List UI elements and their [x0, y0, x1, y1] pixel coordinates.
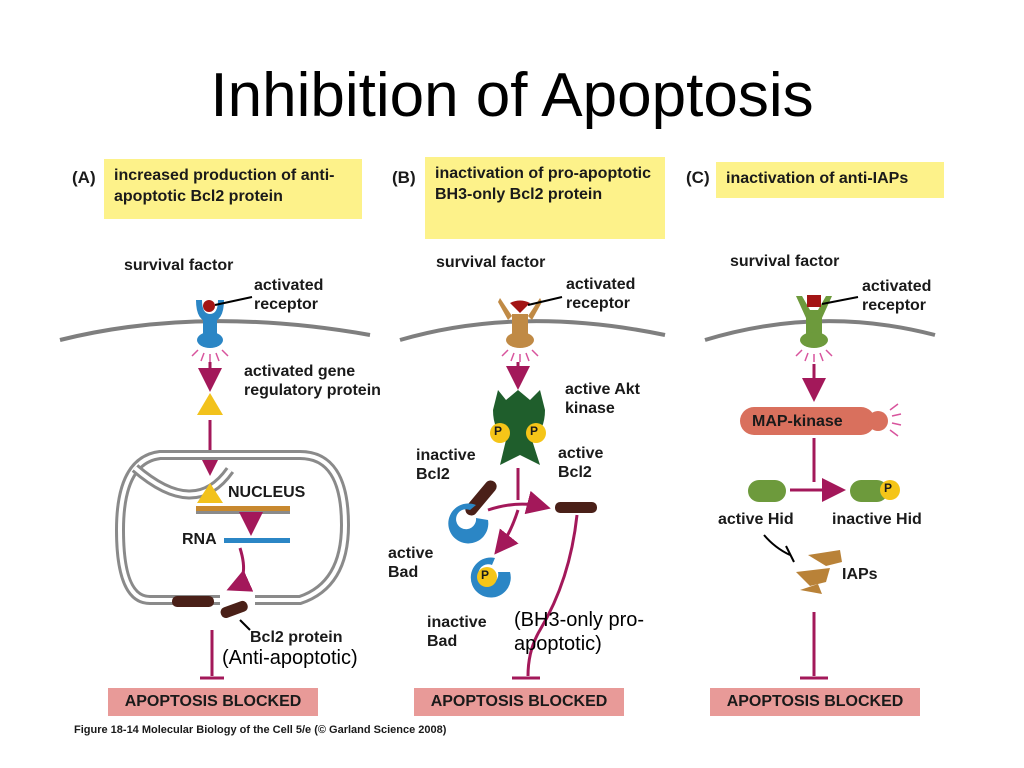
phosphate-label-c: P	[884, 481, 893, 495]
panel-b-result: APOPTOSIS BLOCKED	[414, 688, 624, 716]
map-kinase-rays-icon	[889, 403, 902, 437]
akt-kinase-icon	[493, 390, 545, 465]
panel-b-active-bad: active Bad	[388, 545, 434, 581]
receptor-c-icon	[796, 296, 832, 348]
panel-c-result: APOPTOSIS BLOCKED	[710, 688, 920, 716]
rna-strand	[224, 538, 290, 543]
panel-a-annotation: (Anti-apoptotic)	[222, 647, 358, 669]
panel-a-heading: increased production of anti-apoptotic B…	[104, 159, 362, 219]
panel-a-letter: (A)	[72, 168, 96, 187]
activation-rays-a-icon	[191, 349, 229, 362]
phosphate-icon-b3	[477, 567, 497, 587]
panel-b-inactive-bad: inactive Bad	[427, 614, 487, 650]
receptor-b-icon	[498, 298, 542, 348]
iaps-icon	[796, 550, 842, 594]
panel-a-nucleus: NUCLEUS	[228, 484, 306, 501]
panel-b-activated-receptor: activated receptor	[566, 276, 636, 312]
panel-b-letter: (B)	[392, 168, 416, 187]
survival-factor-a-icon	[203, 300, 215, 312]
page-title: Inhibition of Apoptosis	[210, 61, 814, 130]
survival-factor-c-icon	[807, 295, 821, 307]
panel-a-bcl2-protein: Bcl2 protein	[250, 629, 343, 646]
active-bcl2-icon	[555, 502, 597, 513]
panel-c-activated-receptor: activated receptor	[862, 278, 932, 314]
panel-a-gene-regulatory: activated gene regulatory protein	[244, 363, 381, 399]
active-bad-icon	[448, 503, 489, 544]
phosphate-label-b3: P	[481, 568, 490, 582]
panel-c-active-hid: active Hid	[718, 511, 794, 528]
activation-rays-c-icon	[795, 349, 833, 362]
panel-c-survival-factor: survival factor	[730, 253, 840, 270]
figure-caption: Figure 18-14 Molecular Biology of the Ce…	[74, 724, 447, 736]
bcl2-protein-icon	[172, 596, 214, 607]
panel-c-iaps: IAPs	[842, 566, 878, 583]
panel-b-akt: active Akt kinase	[565, 381, 640, 417]
map-kinase-icon	[740, 407, 875, 435]
panel-a-activated-receptor: activated receptor	[254, 277, 324, 313]
dna-strand	[196, 506, 290, 511]
panel-a-survival-factor: survival factor	[124, 257, 234, 274]
phosphate-label-b1: P	[494, 424, 503, 438]
bcl2-protein-icon-2	[220, 600, 248, 619]
phosphate-label-b2: P	[530, 424, 539, 438]
activation-rays-b-icon	[501, 349, 539, 362]
nucleus-gene-protein-icon	[197, 483, 223, 503]
panel-a-result: APOPTOSIS BLOCKED	[108, 688, 318, 716]
gene-regulatory-protein-icon	[197, 393, 223, 415]
inactive-hid-icon	[850, 480, 888, 502]
panel-c-heading: inactivation of anti-IAPs	[716, 162, 944, 198]
panel-c-inactive-hid: inactive Hid	[832, 511, 922, 528]
phosphate-icon-c	[880, 480, 900, 500]
phosphate-icon-b1	[490, 423, 510, 443]
panel-b-active-bcl2: active Bcl2	[558, 445, 604, 481]
panel-c-letter: (C)	[686, 168, 710, 187]
receptor-a-icon	[196, 300, 224, 348]
phosphate-icon-b2	[526, 423, 546, 443]
active-hid-icon	[748, 480, 786, 502]
panel-b-survival-factor: survival factor	[436, 254, 546, 271]
panel-b-inactive-bcl2: inactive Bcl2	[416, 447, 476, 483]
panel-b-annotation: (BH3-only pro-apoptotic)	[514, 609, 645, 655]
panel-c-map-kinase: MAP-kinase	[752, 413, 843, 430]
inactive-bcl2-icon	[465, 480, 497, 516]
panel-a-rna: RNA	[182, 531, 217, 548]
panel-b-heading: inactivation of pro-apoptotic BH3-only B…	[425, 157, 665, 239]
inactive-bad-icon	[470, 557, 511, 598]
survival-factor-b-icon	[510, 300, 530, 313]
